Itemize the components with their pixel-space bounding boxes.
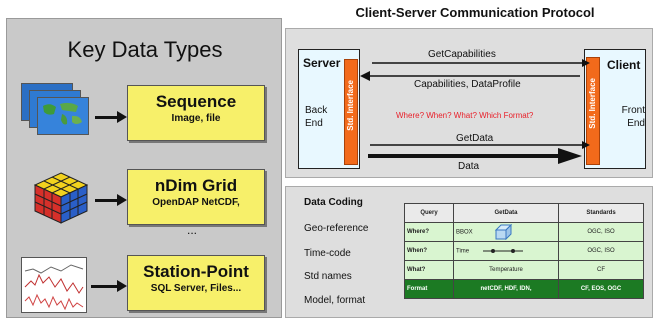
protocol-title: Client-Server Communication Protocol	[355, 5, 595, 20]
table-header: Query	[404, 203, 454, 223]
more-indicator: ...	[187, 223, 198, 237]
client-sublabel: Front End	[621, 105, 645, 129]
table-cell: Time	[453, 241, 559, 261]
data-coding-panel: Data Coding Geo-reference Time-code Std …	[285, 186, 653, 318]
table-cell: OGC, ISO	[558, 222, 644, 242]
coding-label-georeference: Geo-reference	[304, 223, 369, 234]
map-image-stack-icon	[21, 83, 91, 137]
key-data-types-panel: Key Data Types Sequence Image, file	[6, 18, 282, 318]
server-sublabel: Back End	[305, 105, 328, 129]
table-cell: When?	[404, 241, 454, 261]
get-capabilities-label: GetCapabilities	[428, 49, 496, 60]
get-data-label: GetData	[456, 133, 494, 144]
panel-title: Key Data Types	[67, 37, 223, 62]
questions-label: Where? When? What? Which Format?	[396, 111, 534, 120]
table-header: GetData	[453, 203, 559, 223]
time-series-plot-icon	[21, 257, 87, 313]
type-title: Station-Point	[143, 262, 249, 281]
bbox-cube-icon	[495, 223, 513, 241]
arrow-head	[117, 280, 127, 292]
table-cell: BBOX	[453, 222, 559, 242]
table-row: When? Time OGC, ISO	[404, 241, 644, 261]
table-cell: Format	[404, 279, 454, 299]
table-row: What? Temperature CF	[404, 260, 644, 280]
time-range-icon	[482, 249, 523, 253]
rubiks-cube-icon	[31, 169, 91, 225]
table-cell: OGC, ISO	[558, 241, 644, 261]
client-label: Client	[607, 58, 641, 72]
table-cell: What?	[404, 260, 454, 280]
data-label: Data	[458, 161, 480, 172]
table-cell: CF	[558, 260, 644, 280]
type-box-sequence: Sequence Image, file	[127, 85, 265, 141]
arrow-head	[117, 194, 127, 206]
server-label: Server	[303, 56, 341, 70]
table-cell: Where?	[404, 222, 454, 242]
coding-heading: Data Coding	[304, 197, 363, 208]
table-cell: netCDF, HDF, IDN,	[453, 279, 559, 299]
type-box-station-point: Station-Point SQL Server, Files...	[127, 255, 265, 311]
arrow-connector	[95, 116, 119, 119]
arrow-connector	[95, 199, 119, 202]
coding-label-std-names: Std names	[304, 271, 352, 282]
table-row: Format netCDF, HDF, IDN, CF, EOS, OGC	[404, 279, 644, 299]
type-title: nDim Grid	[154, 176, 238, 195]
server-interface-bar: Std. Interface	[344, 59, 358, 165]
type-subtitle: OpenDAP NetCDF,	[152, 197, 240, 208]
arrow-connector	[91, 285, 119, 288]
type-box-ndim-grid: nDim Grid OpenDAP NetCDF,	[127, 169, 265, 225]
client-interface-bar: Std. Interface	[586, 57, 600, 165]
coding-label-model-format: Model, format	[304, 295, 366, 306]
type-subtitle: Image, file	[171, 113, 221, 124]
table-cell-text: Time	[456, 248, 470, 255]
table-row: Where? BBOX OGC, ISO	[404, 222, 644, 242]
message-arrows	[360, 59, 590, 164]
capabilities-label: Capabilities, DataProfile	[414, 79, 521, 90]
protocol-diagram: Server Back End Std. Interface Client Fr…	[285, 28, 653, 178]
table-header: Standards	[558, 203, 644, 223]
table-cell-text: BBOX	[456, 229, 473, 236]
arrow-head	[117, 111, 127, 123]
table-header-row: Query GetData Standards	[404, 203, 644, 223]
table-cell: CF, EOS, OGC	[558, 279, 644, 299]
table-cell: Temperature	[453, 260, 559, 280]
coding-label-timecode: Time-code	[304, 248, 351, 259]
type-title: Sequence	[155, 92, 237, 111]
coding-table: Query GetData Standards Where? BBOX OGC,…	[404, 203, 644, 299]
type-subtitle: SQL Server, Files...	[150, 283, 242, 294]
